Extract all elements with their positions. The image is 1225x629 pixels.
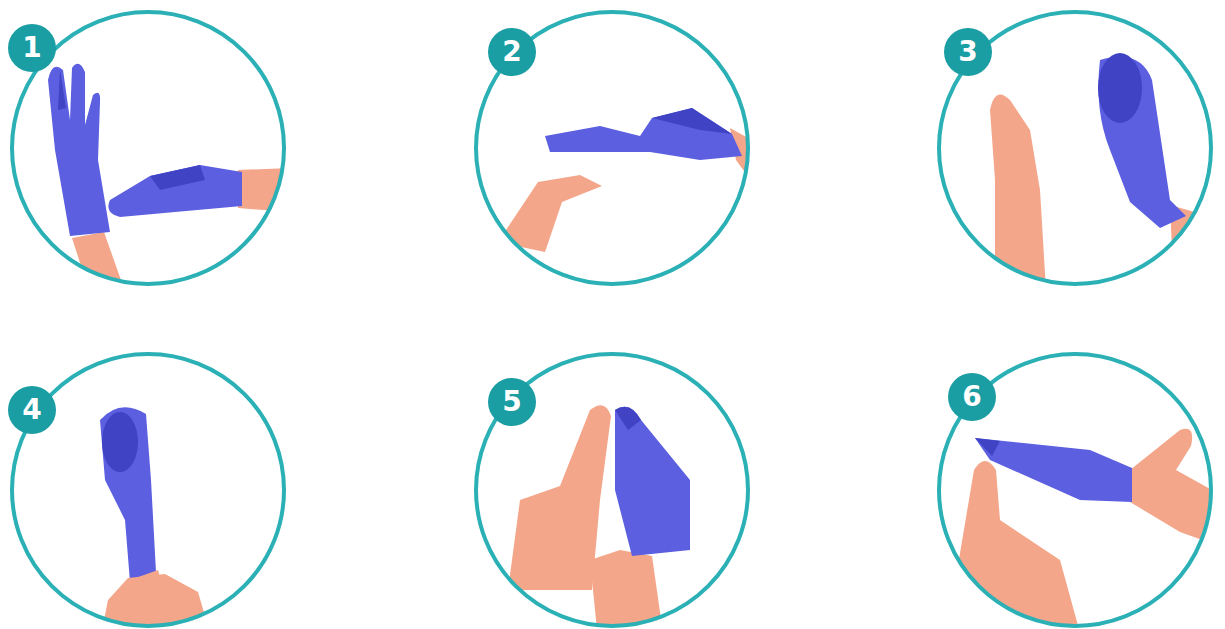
step-badge: 6 — [948, 373, 996, 421]
step-badge: 3 — [944, 28, 992, 76]
step-1-hands — [48, 64, 290, 300]
callout-number: 1 — [22, 34, 41, 62]
step-badge: 2 — [488, 28, 536, 76]
callout-number: 3 — [958, 38, 977, 66]
callout-number: 6 — [962, 383, 981, 411]
callout-number: 2 — [502, 38, 521, 66]
callout-number: 4 — [22, 396, 41, 424]
callout-number: 5 — [502, 388, 521, 416]
step-badge: 5 — [488, 378, 536, 426]
step-2-hands — [498, 108, 770, 252]
step-3-hands — [990, 53, 1205, 290]
step-4-hands — [100, 407, 212, 629]
step-5-hands — [508, 405, 690, 629]
panel-circles — [12, 12, 1211, 626]
step-badge: 4 — [8, 386, 56, 434]
step-badge: 1 — [8, 24, 56, 72]
